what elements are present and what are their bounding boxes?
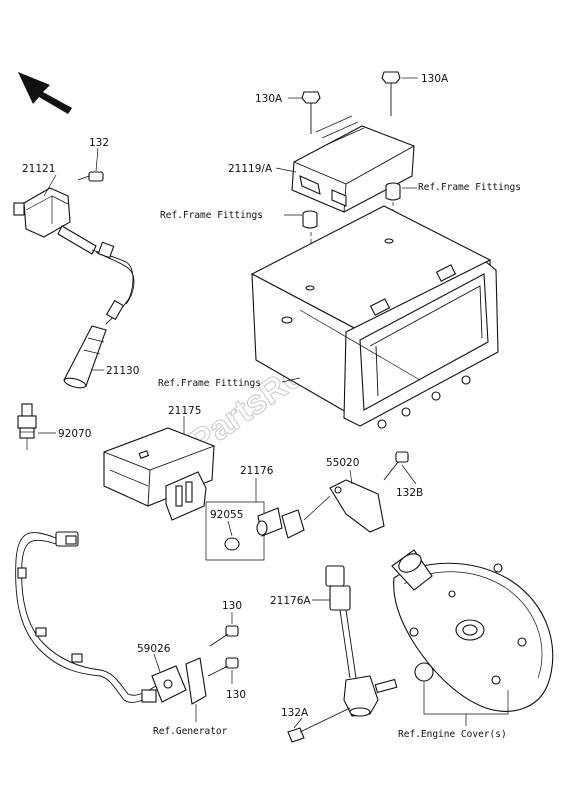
label-ref-frame-box: Ref.Frame Fittings — [158, 378, 261, 389]
engine-cover — [391, 549, 554, 712]
label-130-top: 130 — [222, 600, 242, 612]
label-132: 132 — [89, 137, 109, 149]
label-59026: 59026 — [137, 643, 171, 655]
frame-fitting-right — [385, 182, 401, 201]
leader-21119a — [275, 167, 297, 173]
label-ref-generator: Ref.Generator — [153, 726, 228, 737]
leader-ref-frame-box — [281, 377, 301, 383]
label-21130: 21130 — [106, 365, 139, 377]
spark-plug-cap-21130[interactable] — [63, 325, 107, 390]
frame-fitting-left — [302, 210, 318, 229]
bolt-130a-left[interactable] — [301, 91, 321, 134]
label-21176a: 21176A — [270, 595, 311, 607]
label-55020: 55020 — [326, 457, 359, 469]
clamp-plate — [185, 657, 207, 705]
ignition-coil-21121[interactable] — [13, 187, 135, 325]
label-132a: 132A — [281, 707, 309, 719]
label-130a-left: 130A — [255, 93, 283, 105]
label-130-bottom: 130 — [226, 689, 246, 701]
label-21175: 21175 — [168, 405, 201, 417]
label-21119a: 21119/A — [228, 163, 273, 175]
leader-21176-connector — [303, 495, 331, 521]
label-ref-frame-left: Ref.Frame Fittings — [160, 210, 263, 221]
sensor-21176a[interactable] — [325, 565, 398, 717]
bolt-132b[interactable] — [383, 451, 409, 481]
label-130a-right: 130A — [421, 73, 449, 85]
bracket-55020[interactable] — [329, 479, 385, 533]
label-21176: 21176 — [240, 465, 274, 477]
bolt-132[interactable] — [77, 171, 104, 182]
leader-92055 — [227, 520, 233, 537]
leader-132b — [401, 464, 417, 485]
regulator-21119a[interactable] — [291, 115, 415, 213]
label-ref-engine-cover: Ref.Engine Cover(s) — [398, 729, 507, 740]
bolt-130a-right[interactable] — [381, 71, 401, 116]
wire-harness-59026[interactable] — [15, 531, 187, 703]
label-ref-frame-right: Ref.Frame Fittings — [418, 182, 521, 193]
bolt-130-top[interactable] — [209, 625, 239, 647]
label-132b: 132B — [396, 487, 423, 499]
o-ring-92055[interactable] — [224, 537, 240, 551]
leader-59026 — [153, 653, 161, 673]
control-unit-21175[interactable] — [103, 427, 215, 521]
label-92070: 92070 — [58, 428, 91, 440]
leader-55020 — [349, 469, 353, 485]
battery-box — [250, 205, 499, 429]
spark-plug-92070[interactable] — [17, 403, 37, 450]
bolt-132a[interactable] — [287, 707, 351, 743]
label-21121: 21121 — [22, 163, 55, 175]
o-ring-engine-cover[interactable] — [414, 662, 434, 682]
leader-132 — [95, 147, 99, 172]
sensor-21176[interactable] — [256, 507, 305, 539]
label-92055: 92055 — [210, 509, 243, 521]
front-direction-arrow-icon — [18, 72, 72, 114]
leader-21121 — [43, 174, 57, 197]
leader-132a — [293, 717, 303, 729]
bracket-21176 — [205, 501, 265, 561]
bolt-130-bottom[interactable] — [207, 657, 239, 677]
